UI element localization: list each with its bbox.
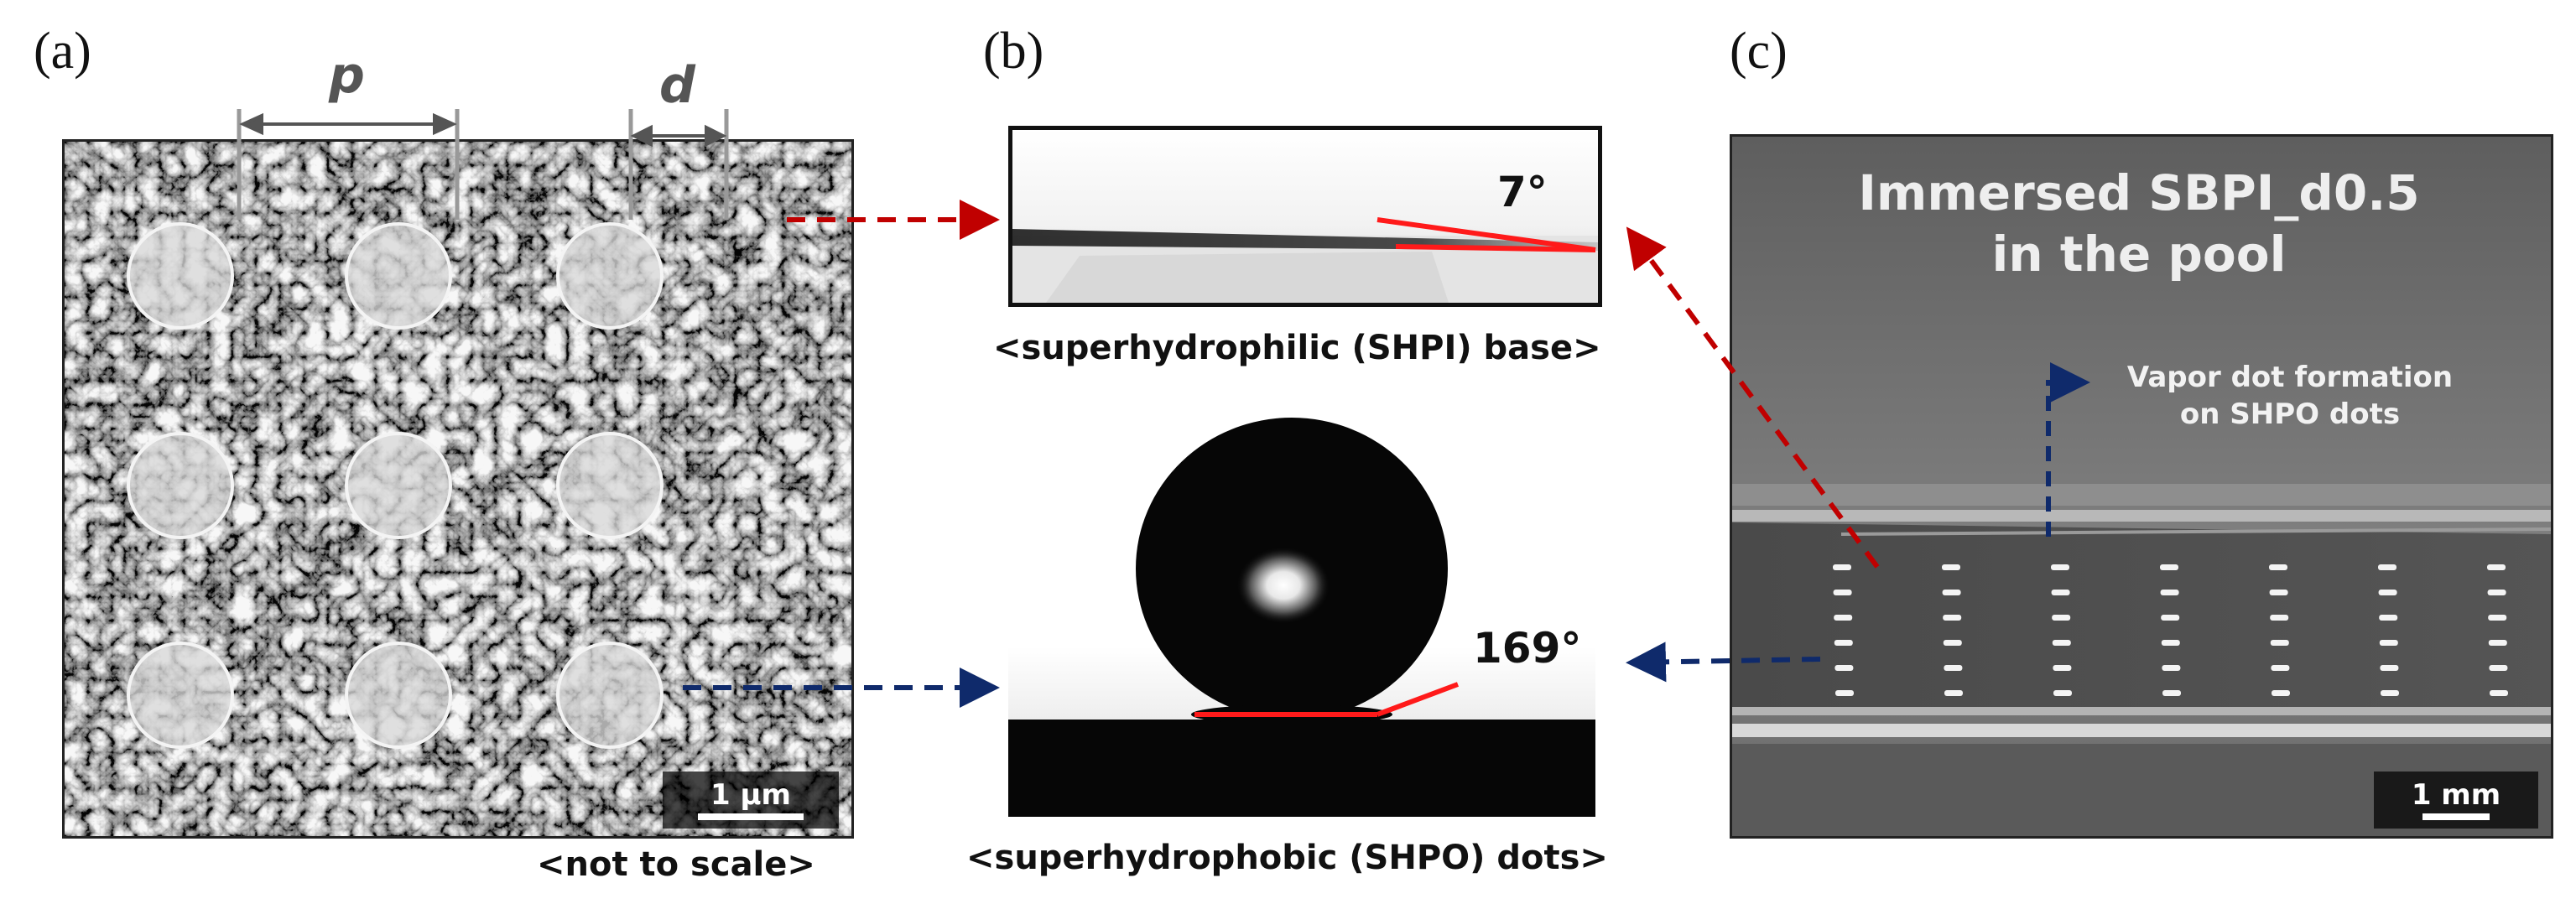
vapor-dot xyxy=(2487,564,2506,570)
panel-b-top-caption: <superhydrophilic (SHPI) base> xyxy=(993,329,1601,367)
shpo-dot xyxy=(556,432,664,539)
vapor-dot xyxy=(1834,640,1853,646)
vapor-dot xyxy=(2269,564,2287,570)
vapor-dot xyxy=(1943,615,1962,621)
vapor-dot xyxy=(2272,690,2290,696)
vapor-dot-note: Vapor dot formation on SHPO dots xyxy=(2097,359,2483,433)
vapor-dot xyxy=(2488,640,2507,646)
shpi-contact-angle: 7° xyxy=(1497,168,1548,216)
panel-a-letter: (a) xyxy=(34,23,91,80)
panel-b-letter: (b) xyxy=(983,23,1044,80)
vapor-dot xyxy=(2053,665,2072,671)
vapor-dot xyxy=(1833,590,1852,595)
shpo-dot-grid xyxy=(127,222,664,749)
panel-a-caption: <not to scale> xyxy=(537,845,815,884)
pool-photo-render xyxy=(1732,137,2551,836)
shpo-dot xyxy=(127,642,234,749)
vapor-dot xyxy=(2379,615,2398,621)
scale-bar-a-line xyxy=(698,813,804,820)
shpo-dot xyxy=(127,222,234,330)
vapor-dot xyxy=(2381,690,2399,696)
shpi-contact-angle-lines xyxy=(1376,217,1596,252)
vapor-dot-note-line2: on SHPO dots xyxy=(2179,397,2401,432)
scale-bar-c-label: 1 mm xyxy=(2411,778,2501,812)
panel-b-bottom-caption: <superhydrophobic (SHPO) dots> xyxy=(966,839,1608,877)
vapor-dot xyxy=(1833,564,1851,570)
vapor-dot xyxy=(2162,665,2181,671)
vapor-dot xyxy=(1944,665,1963,671)
shpo-dot xyxy=(345,432,452,539)
vapor-dot xyxy=(1944,690,1963,696)
vapor-dot xyxy=(2269,590,2288,595)
panel-c-title: Immersed SBPI_d0.5 in the pool xyxy=(1845,163,2433,284)
vapor-dot xyxy=(1834,665,1854,671)
shpo-contact-angle: 169° xyxy=(1473,624,1582,673)
vapor-dot xyxy=(2378,590,2397,595)
vapor-dot xyxy=(2161,615,2180,621)
pitch-label: p xyxy=(329,46,365,105)
vapor-dot xyxy=(1942,590,1961,595)
vapor-dot xyxy=(2489,665,2508,671)
vapor-dot xyxy=(2160,564,2178,570)
vapor-dot xyxy=(2490,690,2508,696)
vapor-dot xyxy=(2379,640,2398,646)
vapor-dot xyxy=(2270,640,2289,646)
shpo-dot xyxy=(345,222,452,330)
vapor-dot xyxy=(2270,615,2289,621)
vapor-dot xyxy=(2052,640,2071,646)
panel-c-title-line2: in the pool xyxy=(1991,225,2287,283)
vapor-dot xyxy=(1835,690,1854,696)
vapor-dot xyxy=(2052,615,2071,621)
scale-bar-c-line xyxy=(2422,813,2490,820)
shpo-droplet-photo xyxy=(1008,392,1595,817)
vapor-dot xyxy=(2487,590,2506,595)
shpo-dot xyxy=(127,432,234,539)
scale-bar-a-label: 1 μm xyxy=(710,778,791,812)
vapor-dot xyxy=(2380,665,2399,671)
blue-arrow-c-to-b xyxy=(1626,642,1821,683)
vapor-dot xyxy=(2378,564,2396,570)
vapor-dot xyxy=(2053,690,2072,696)
vapor-dot xyxy=(1834,615,1853,621)
vapor-dot xyxy=(2160,590,2179,595)
sem-texture xyxy=(65,142,851,836)
vapor-dot xyxy=(2271,665,2290,671)
dimension-guides xyxy=(237,109,729,220)
panel-c-letter: (c) xyxy=(1730,23,1788,80)
vapor-dot xyxy=(1942,564,1960,570)
vapor-dot xyxy=(2051,564,2069,570)
vapor-dot xyxy=(2488,615,2507,621)
pool-boiling-photo xyxy=(1730,134,2553,839)
shpo-droplet-image xyxy=(1008,392,1595,817)
vapor-dot-array xyxy=(1833,564,2508,696)
vapor-dot xyxy=(2162,690,2181,696)
shpo-contact-angle-lines xyxy=(1194,682,1460,717)
diameter-label: d xyxy=(659,56,695,115)
shpo-dot xyxy=(345,642,452,749)
red-arrow-c-to-b xyxy=(1626,226,1880,569)
panel-c-title-line1: Immersed SBPI_d0.5 xyxy=(1858,164,2420,221)
blue-arrow-vapor-note xyxy=(2046,362,2090,537)
vapor-dot xyxy=(2161,640,2180,646)
shpo-dot xyxy=(556,642,664,749)
scale-bar-c: 1 mm xyxy=(2374,772,2538,829)
vapor-dot-note-line1: Vapor dot formation xyxy=(2126,361,2454,394)
sem-image xyxy=(62,139,854,839)
scale-bar-a: 1 μm xyxy=(663,772,839,829)
vapor-dot xyxy=(1943,640,1962,646)
vapor-dot xyxy=(2051,590,2070,595)
shpo-dot xyxy=(556,222,664,330)
